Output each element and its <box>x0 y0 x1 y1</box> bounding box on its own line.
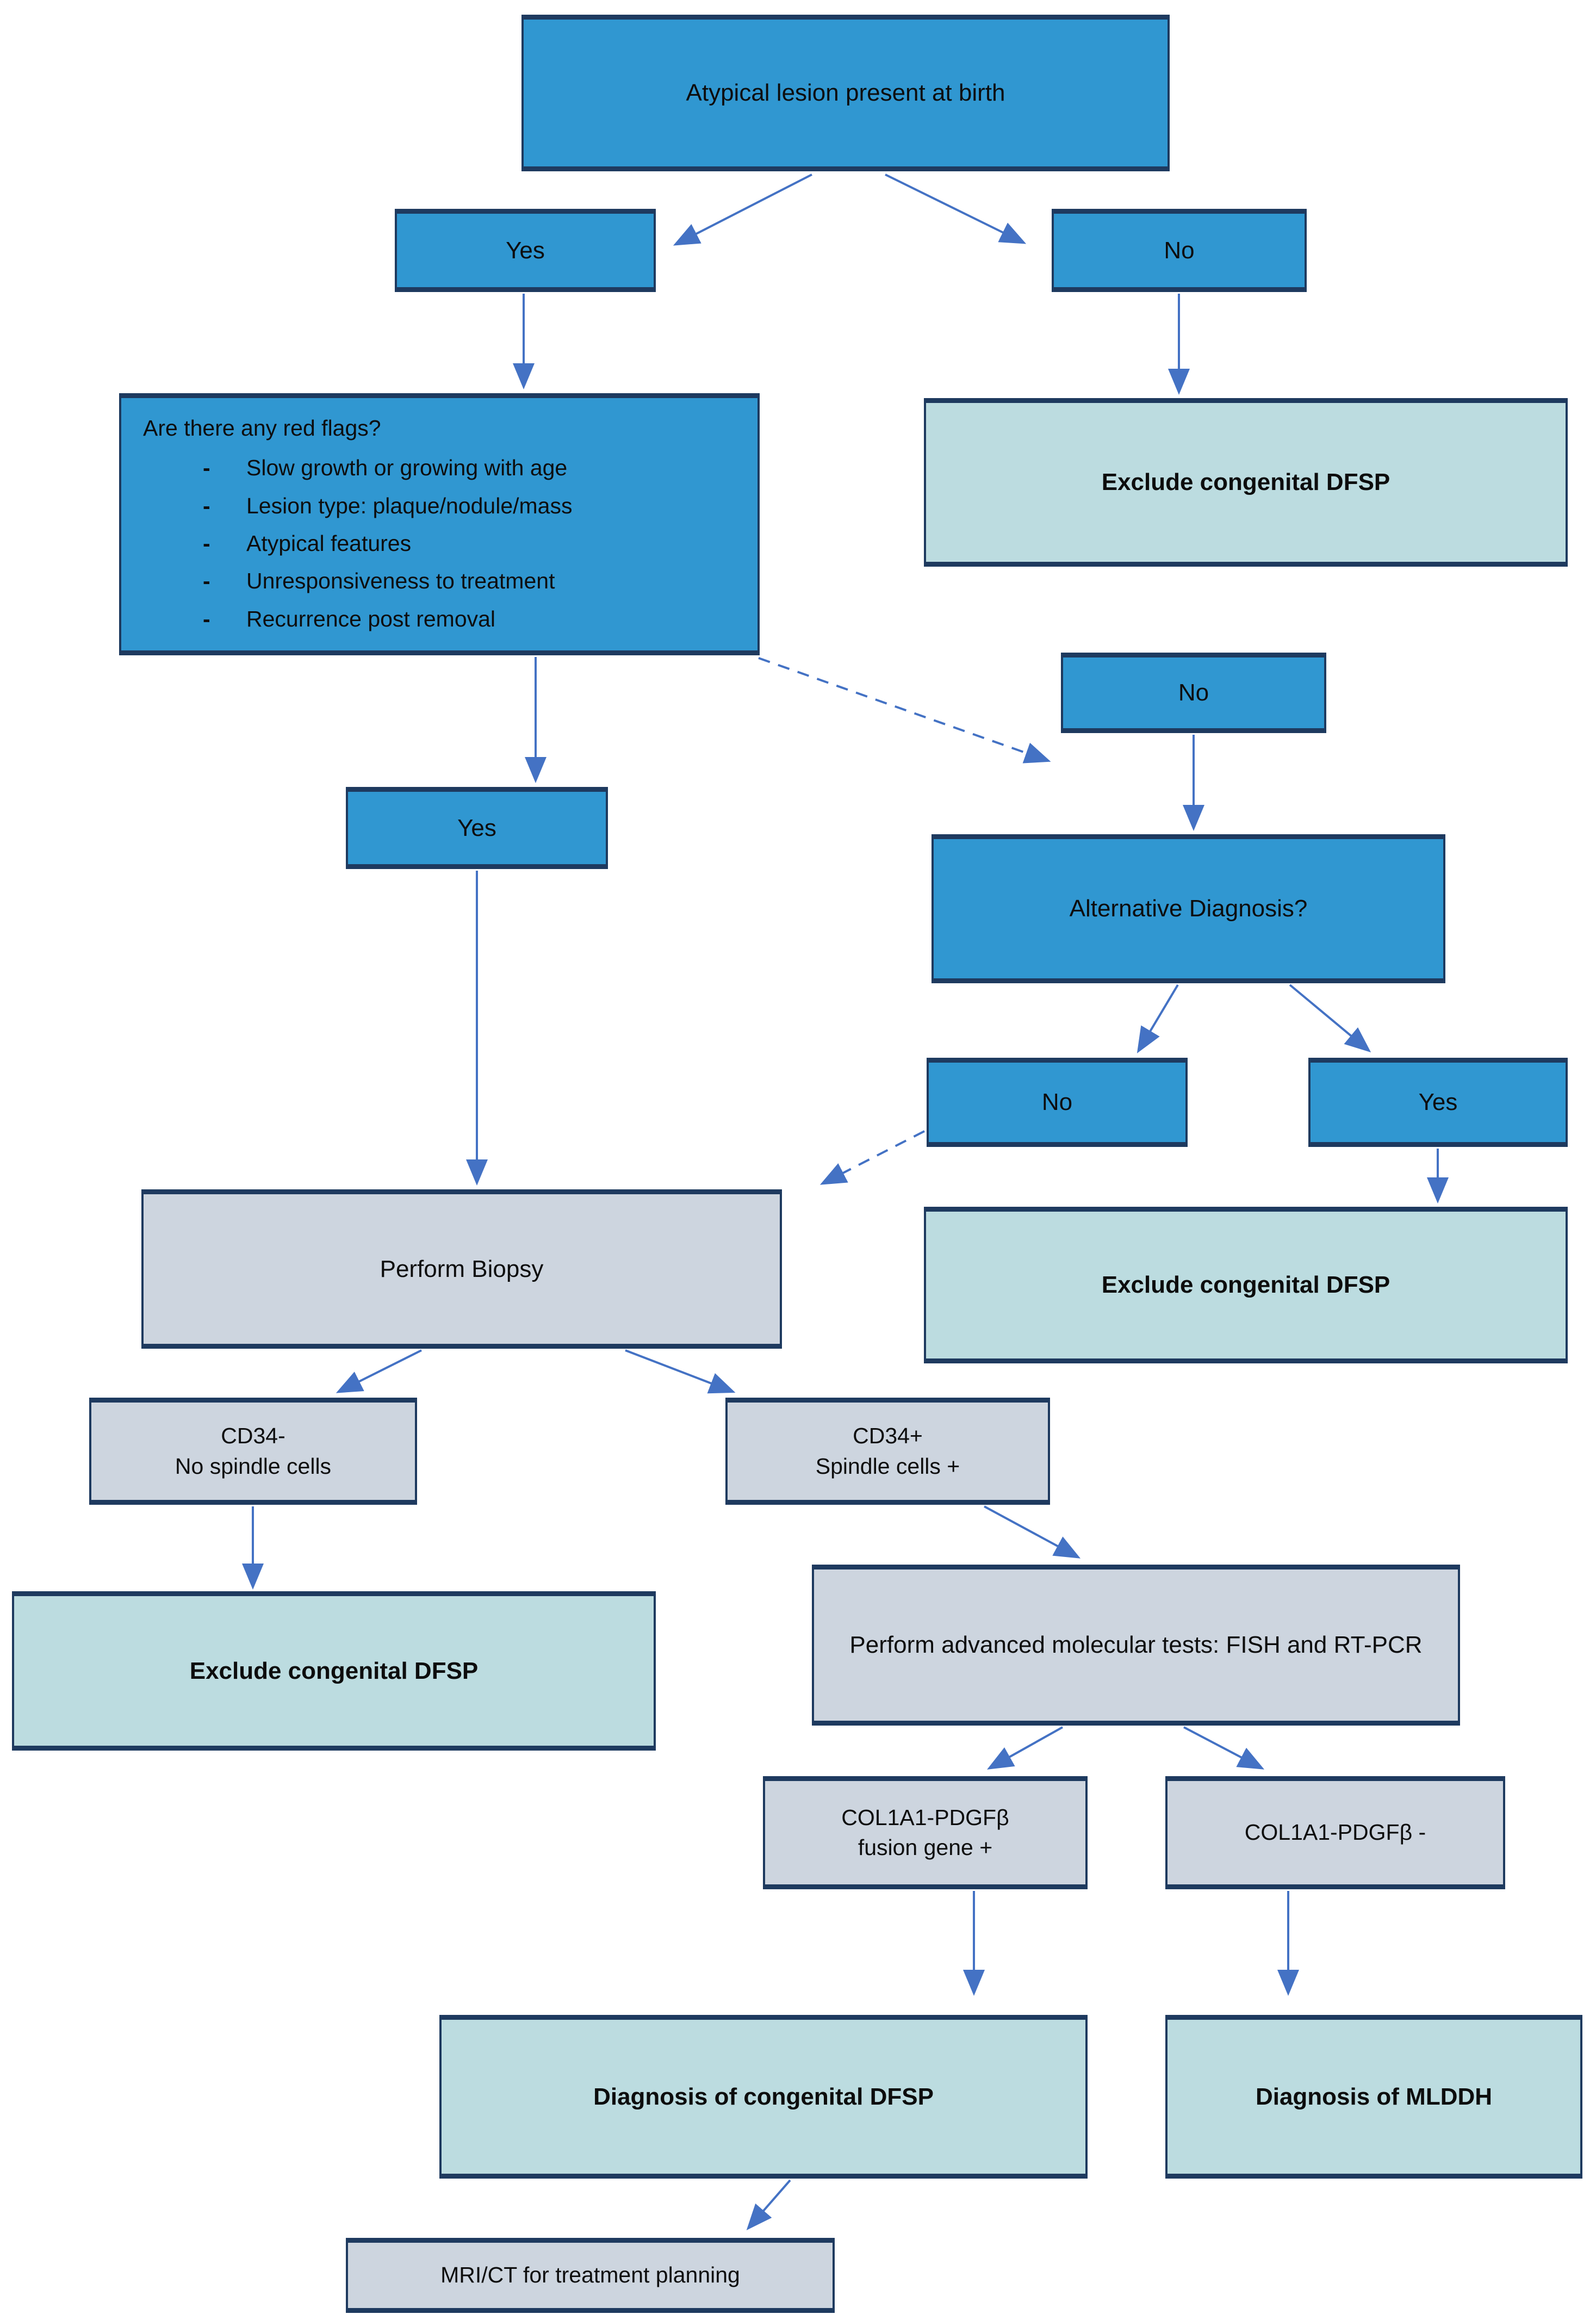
node-label: Diagnosis of MLDDH <box>1255 2083 1493 2110</box>
node-label-line2: No spindle cells <box>175 1453 332 1479</box>
node-molecular-tests: Perform advanced molecular tests: FISH a… <box>812 1565 1460 1726</box>
arrow-moltests-to-col1a1neg <box>1183 1726 1265 1770</box>
arrow-cd34pos-to-moltests <box>984 1505 1081 1559</box>
node-label: Yes <box>457 814 496 841</box>
node-perform-biopsy: Perform Biopsy <box>141 1189 782 1349</box>
node-label: Exclude congenital DFSP <box>189 1657 479 1684</box>
red-flags-item-label: Atypical features <box>246 531 412 556</box>
arrow-dxdfsp-to-mrict <box>746 2179 791 2231</box>
red-flags-item: - Recurrence post removal <box>203 604 572 634</box>
node-label: Atypical lesion present at birth <box>686 79 1005 107</box>
node-yes-red-flags: Yes <box>346 787 608 869</box>
node-label: No <box>1178 679 1209 706</box>
arrow-altdiag-to-no3 <box>1137 984 1179 1053</box>
red-flags-list: - Slow growth or growing with age - Lesi… <box>143 453 572 634</box>
node-label: Yes <box>506 237 545 264</box>
arrow-biopsy-to-cd34pos <box>625 1349 736 1394</box>
node-cd34-negative: CD34- No spindle cells <box>89 1398 417 1505</box>
red-flags-item: - Atypical features <box>203 529 572 559</box>
arrow-redflags-to-no2 <box>758 657 1051 764</box>
node-label-line1: COL1A1-PDGFβ <box>841 1804 1009 1830</box>
node-exclude-dfsp-3: Exclude congenital DFSP <box>12 1591 656 1751</box>
node-diagnosis-mlddh: Diagnosis of MLDDH <box>1165 2015 1582 2179</box>
node-no-red-flags: No <box>1061 653 1326 733</box>
arrow-biopsy-to-cd34neg <box>336 1349 422 1393</box>
arrow-start-to-no1 <box>885 173 1027 244</box>
node-label-line2: Spindle cells + <box>815 1453 960 1479</box>
node-yes-alt-diagnosis: Yes <box>1308 1058 1568 1147</box>
node-label: Alternative Diagnosis? <box>1069 895 1308 922</box>
node-alternative-diagnosis: Alternative Diagnosis? <box>931 834 1445 983</box>
node-atypical-lesion: Atypical lesion present at birth <box>521 15 1170 171</box>
dash-bullet: - <box>203 568 210 594</box>
node-label: No <box>1164 237 1195 264</box>
node-label: Exclude congenital DFSP <box>1101 469 1390 496</box>
node-label-line1: CD34+ <box>853 1423 923 1449</box>
node-label-line1: CD34- <box>221 1423 285 1449</box>
node-exclude-dfsp-1: Exclude congenital DFSP <box>924 398 1568 567</box>
dash-bullet: - <box>203 606 210 631</box>
red-flags-item-label: Unresponsiveness to treatment <box>246 568 555 594</box>
red-flags-question: Are there any red flags? <box>143 415 381 441</box>
node-no-alt-diagnosis: No <box>927 1058 1188 1147</box>
node-label: Yes <box>1418 1089 1458 1116</box>
arrow-moltests-to-col1a1pos <box>987 1726 1063 1770</box>
node-fusion-gene-negative: COL1A1-PDGFβ - <box>1165 1776 1505 1889</box>
node-label: Exclude congenital DFSP <box>1101 1271 1390 1299</box>
arrow-no3-to-biopsy <box>819 1130 925 1185</box>
node-label: Perform Biopsy <box>380 1255 544 1282</box>
node-red-flags: Are there any red flags? - Slow growth o… <box>119 393 760 655</box>
node-label: Diagnosis of congenital DFSP <box>593 2083 934 2110</box>
red-flags-item: - Lesion type: plaque/nodule/mass <box>203 491 572 521</box>
arrow-start-to-yes1 <box>673 173 812 246</box>
node-no-birth: No <box>1052 209 1307 292</box>
node-label-line2: fusion gene + <box>858 1835 993 1860</box>
node-cd34-positive: CD34+ Spindle cells + <box>725 1398 1050 1505</box>
node-mri-ct-planning: MRI/CT for treatment planning <box>346 2238 835 2313</box>
dash-bullet: - <box>203 493 210 518</box>
node-fusion-gene-positive: COL1A1-PDGFβ fusion gene + <box>763 1776 1088 1889</box>
node-yes-birth: Yes <box>395 209 656 292</box>
node-label: COL1A1-PDGFβ - <box>1244 1820 1426 1845</box>
arrow-altdiag-to-yes3 <box>1289 984 1371 1053</box>
node-exclude-dfsp-2: Exclude congenital DFSP <box>924 1207 1568 1363</box>
red-flags-item-label: Recurrence post removal <box>246 606 496 631</box>
dash-bullet: - <box>203 531 210 556</box>
red-flags-item-label: Lesion type: plaque/nodule/mass <box>246 493 573 518</box>
red-flags-item: - Slow growth or growing with age <box>203 453 572 483</box>
node-label: Perform advanced molecular tests: FISH a… <box>849 1631 1423 1659</box>
red-flags-item-label: Slow growth or growing with age <box>246 455 568 481</box>
dash-bullet: - <box>203 455 210 481</box>
node-diagnosis-dfsp: Diagnosis of congenital DFSP <box>439 2015 1088 2179</box>
red-flags-item: - Unresponsiveness to treatment <box>203 566 572 596</box>
node-label: MRI/CT for treatment planning <box>440 2262 740 2288</box>
node-label: No <box>1041 1089 1073 1116</box>
